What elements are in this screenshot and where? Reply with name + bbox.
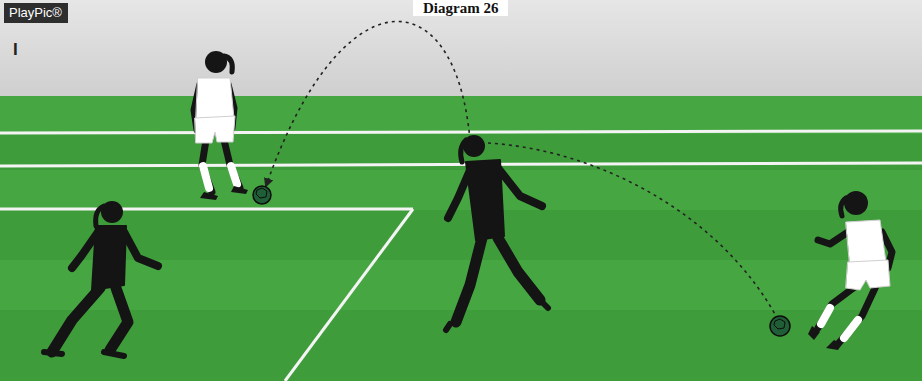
- pitch-lines: [0, 131, 922, 381]
- ball: [770, 316, 790, 336]
- stands: [0, 0, 922, 96]
- player-dark: [446, 135, 548, 330]
- player-white: [194, 51, 248, 200]
- pitch-stripe: [0, 96, 922, 134]
- diagram-title: Diagram 26: [413, 0, 508, 16]
- panel-numeral: I: [13, 41, 18, 59]
- pitch: [0, 96, 922, 381]
- player-dark: [44, 201, 158, 356]
- ball: [253, 186, 271, 204]
- brand-badge: PlayPic®: [4, 3, 68, 23]
- ball-path: [266, 21, 776, 316]
- badge-text: PlayPic®: [9, 5, 63, 21]
- player-white: [808, 191, 892, 350]
